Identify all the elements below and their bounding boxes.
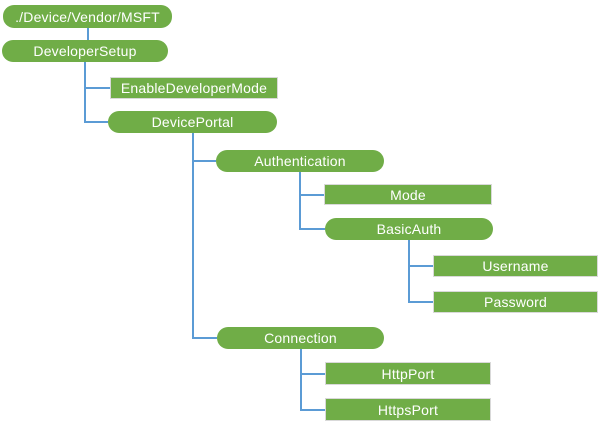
- tree-node-label: HttpsPort: [377, 401, 439, 418]
- tree-node-mode: Mode: [324, 184, 492, 205]
- tree-node-label: Password: [483, 294, 548, 310]
- tree-node-label: Authentication: [254, 153, 346, 169]
- tree-node-label: Connection: [264, 330, 337, 346]
- connector-trunk: [192, 133, 194, 339]
- connector-elbow: [409, 265, 433, 267]
- connector-elbow: [85, 87, 110, 89]
- tree-node-https-port: HttpsPort: [325, 398, 491, 421]
- connector-elbow: [85, 121, 108, 123]
- tree-node-connection: Connection: [217, 327, 384, 349]
- tree-node-label: DeveloperSetup: [33, 43, 137, 59]
- connector-elbow: [193, 337, 217, 339]
- connector-elbow: [409, 301, 433, 303]
- connector-elbow: [300, 228, 325, 230]
- tree-node-label: EnableDeveloperMode: [120, 80, 268, 96]
- connector-trunk: [408, 240, 410, 303]
- tree-node-developer-setup: DeveloperSetup: [2, 40, 168, 62]
- connector-elbow: [301, 409, 325, 411]
- tree-node-authentication: Authentication: [216, 150, 384, 172]
- tree-node-label: ./Device/Vendor/MSFT: [15, 8, 160, 25]
- connector-elbow: [300, 194, 324, 196]
- tree-node-password: Password: [433, 291, 598, 313]
- tree-node-basic-auth: BasicAuth: [325, 218, 493, 240]
- tree-node-label: Mode: [390, 186, 426, 203]
- tree-node-username: Username: [433, 255, 598, 277]
- tree-node-enable-developer-mode: EnableDeveloperMode: [110, 77, 278, 99]
- connector-elbow: [193, 160, 216, 162]
- connector-trunk: [300, 349, 302, 411]
- tree-node-device-portal: DevicePortal: [108, 111, 277, 133]
- tree-node-http-port: HttpPort: [325, 362, 491, 385]
- tree-node-label: Username: [482, 258, 549, 274]
- connector-trunk: [299, 172, 301, 230]
- connector-trunk: [87, 28, 89, 40]
- connector-elbow: [301, 373, 325, 375]
- connector-trunk: [84, 62, 86, 123]
- tree-node-label: BasicAuth: [376, 221, 442, 237]
- tree-node-root: ./Device/Vendor/MSFT: [3, 5, 172, 28]
- tree-node-label: DevicePortal: [151, 114, 234, 130]
- tree-node-label: HttpPort: [381, 365, 435, 382]
